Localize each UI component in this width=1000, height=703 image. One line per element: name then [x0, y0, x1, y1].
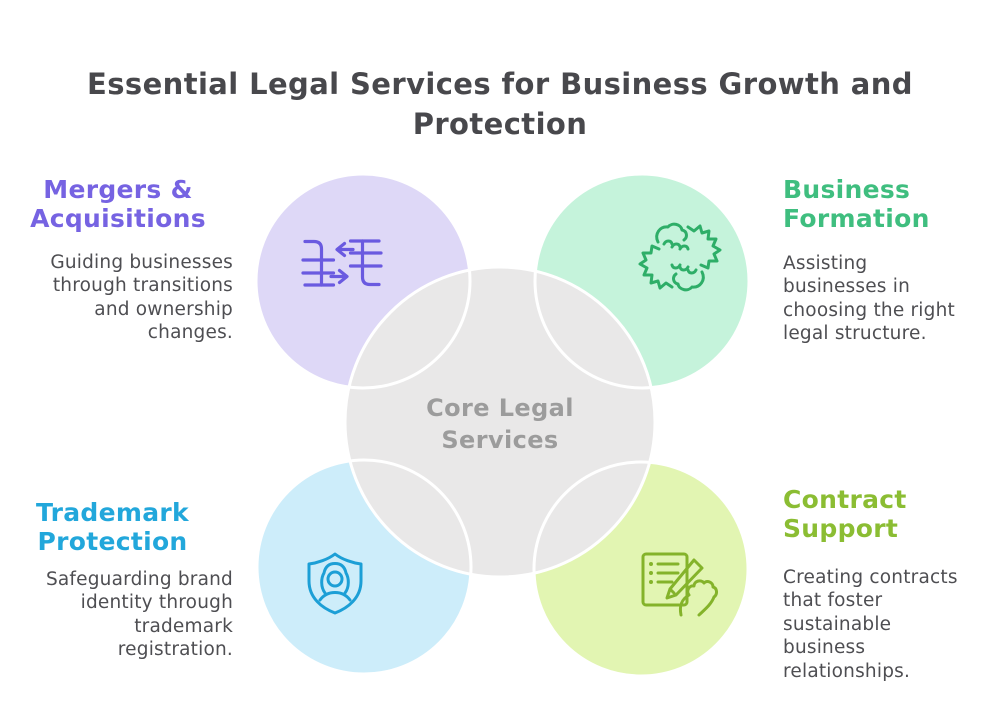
overlap-arcs — [254, 172, 751, 678]
contract-signing-icon — [641, 552, 718, 617]
core-label: Core Legal Services — [426, 394, 574, 455]
trademark-description: Safeguarding brand identity through trad… — [45, 569, 233, 661]
mergers-heading: Mergers & Acquisitions — [30, 175, 206, 233]
formation-heading: Business Formation — [783, 175, 930, 233]
core-circle — [343, 265, 657, 579]
partnership-hands-icon — [638, 222, 722, 292]
merger-tables-icon — [301, 239, 383, 287]
bullet-dots — [649, 562, 653, 584]
mergers-description: Guiding businesses through transitions a… — [50, 252, 233, 344]
contract-description: Creating contracts that foster sustainab… — [783, 567, 958, 682]
trademark-heading: Trademark Protection — [36, 498, 189, 556]
contract-heading: Contract Support — [783, 485, 907, 543]
formation-description: Assisting businesses in choosing the rig… — [783, 253, 955, 345]
trademark-shield-icon — [307, 552, 363, 615]
page-title: Essential Legal Services for Business Gr… — [87, 67, 913, 142]
